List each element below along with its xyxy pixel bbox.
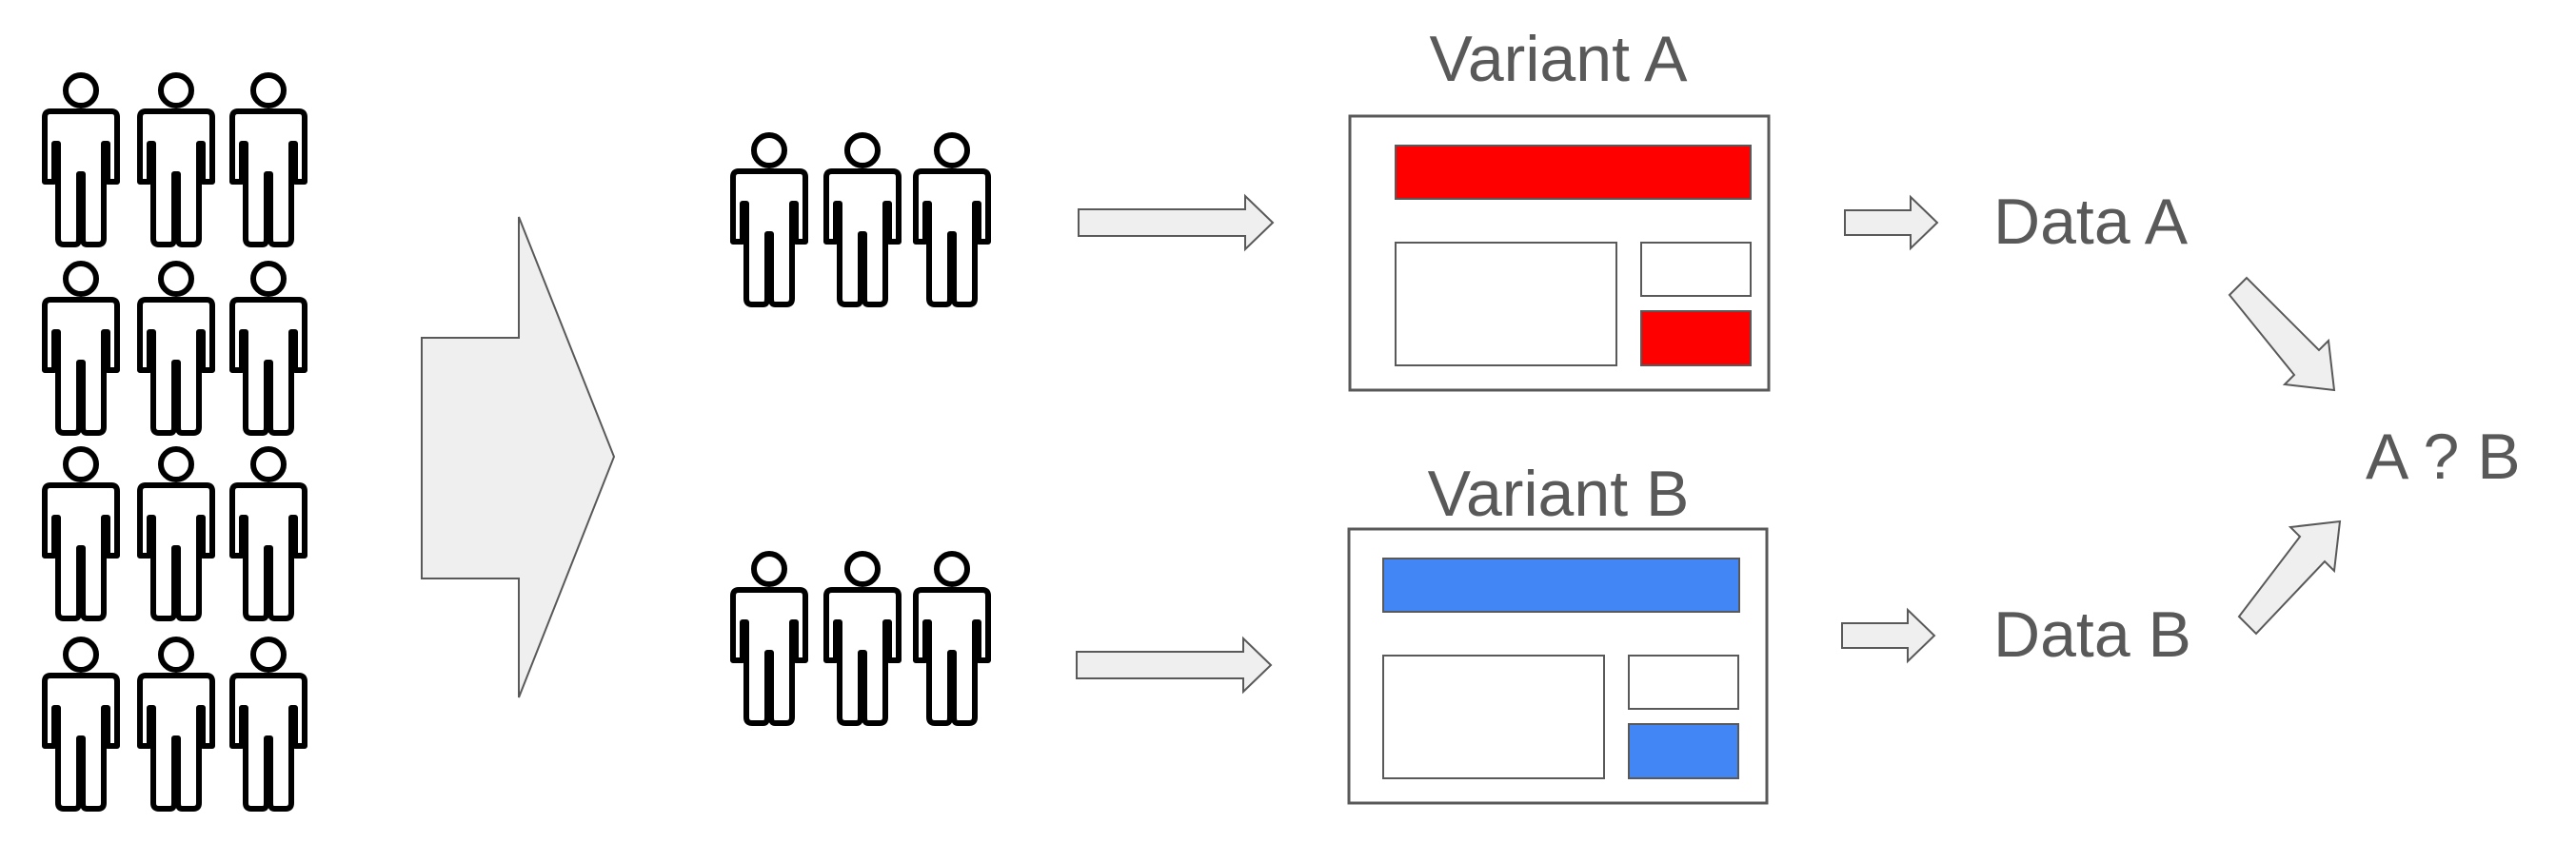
person-icon [232,639,305,809]
variant-a-side-box [1640,242,1752,297]
person-icon [232,449,305,618]
variant-a-to-data-a-arrow [1844,194,1939,251]
person-icon [45,75,117,245]
person-icon [916,135,988,304]
person-icon [140,639,212,809]
variant-a-content-box [1395,242,1617,366]
variant-b-to-data-b-arrow [1841,607,1936,664]
person-icon [916,554,988,723]
group-b-people [733,554,988,723]
data-b-to-comparison-arrow [2237,520,2342,636]
variant-a-title: Variant A [1430,23,1689,95]
variant-b-mockup [1347,527,1769,805]
person-icon [45,264,117,433]
variant-b-content-box [1382,655,1605,779]
person-icon [140,264,212,433]
person-icon [826,135,899,304]
person-icon [733,554,805,723]
split-arrow [421,216,616,698]
comparison-label: A ? B [2366,421,2521,493]
population-group [45,75,305,809]
person-icon [733,135,805,304]
group-a-people [733,135,988,304]
person-icon [45,449,117,618]
group-b-to-variant-b-arrow [1076,636,1273,695]
variant-a-button [1640,310,1752,366]
variant-b-title: Variant B [1428,458,1690,530]
variant-b-header-bar [1382,558,1740,613]
group-a-to-variant-a-arrow [1078,193,1275,252]
person-icon [232,75,305,245]
variant-a-header-bar [1395,145,1752,200]
person-icon [140,449,212,618]
variant-a-mockup [1348,114,1771,392]
data-b-label: Data B [1993,598,2191,671]
person-icon [826,554,899,723]
person-icon [232,264,305,433]
person-icon [140,75,212,245]
variant-b-button [1628,723,1739,779]
person-icon [45,639,117,809]
data-a-label: Data A [1993,186,2189,258]
data-a-to-comparison-arrow [2228,276,2336,392]
variant-b-side-box [1628,655,1739,710]
